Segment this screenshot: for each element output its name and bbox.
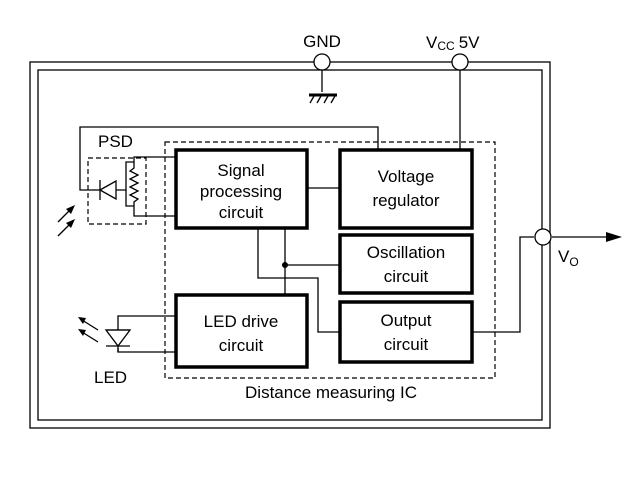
ic-boundary — [164, 141, 496, 379]
psd-label: PSD — [98, 132, 133, 151]
oscillation-line-1: Oscillation — [367, 243, 445, 262]
led-icon — [104, 318, 132, 352]
output-circuit-line-1: Output — [380, 311, 431, 330]
vo-terminal — [534, 228, 552, 246]
gnd-terminal — [313, 53, 331, 71]
ic-name-label: Distance measuring IC — [245, 383, 417, 402]
oscillation-block: Oscillation circuit — [338, 233, 474, 295]
led-label: LED — [94, 368, 127, 387]
output-circuit-block: Output circuit — [338, 300, 474, 364]
voltage-regulator-block: Voltage regulator — [338, 148, 474, 230]
vcc-terminal — [451, 53, 469, 71]
gnd-label: GND — [303, 32, 341, 51]
signal-processing-line-1: Signal — [217, 161, 264, 180]
led-drive-block: LED drive circuit — [174, 293, 309, 369]
oscillation-line-2: circuit — [384, 267, 429, 286]
psd-photodiode-icon — [92, 161, 140, 207]
voltage-regulator-line-2: regulator — [372, 191, 439, 210]
junction-dot — [282, 262, 288, 268]
ground-symbol — [309, 93, 337, 104]
led-drive-line-1: LED drive — [204, 312, 279, 331]
psd-boundary — [87, 157, 147, 225]
output-circuit-line-2: circuit — [384, 335, 429, 354]
signal-processing-line-2: processing — [200, 182, 282, 201]
wiring — [79, 70, 622, 353]
light-input-arrows-icon — [57, 205, 75, 237]
signal-processing-line-3: circuit — [219, 203, 264, 222]
vo-label: VO — [558, 247, 579, 269]
led-drive-line-2: circuit — [219, 336, 264, 355]
signal-processing-block: Signal processing circuit — [174, 148, 309, 230]
light-output-arrows-icon — [78, 317, 99, 343]
voltage-regulator-line-1: Voltage — [378, 167, 435, 186]
